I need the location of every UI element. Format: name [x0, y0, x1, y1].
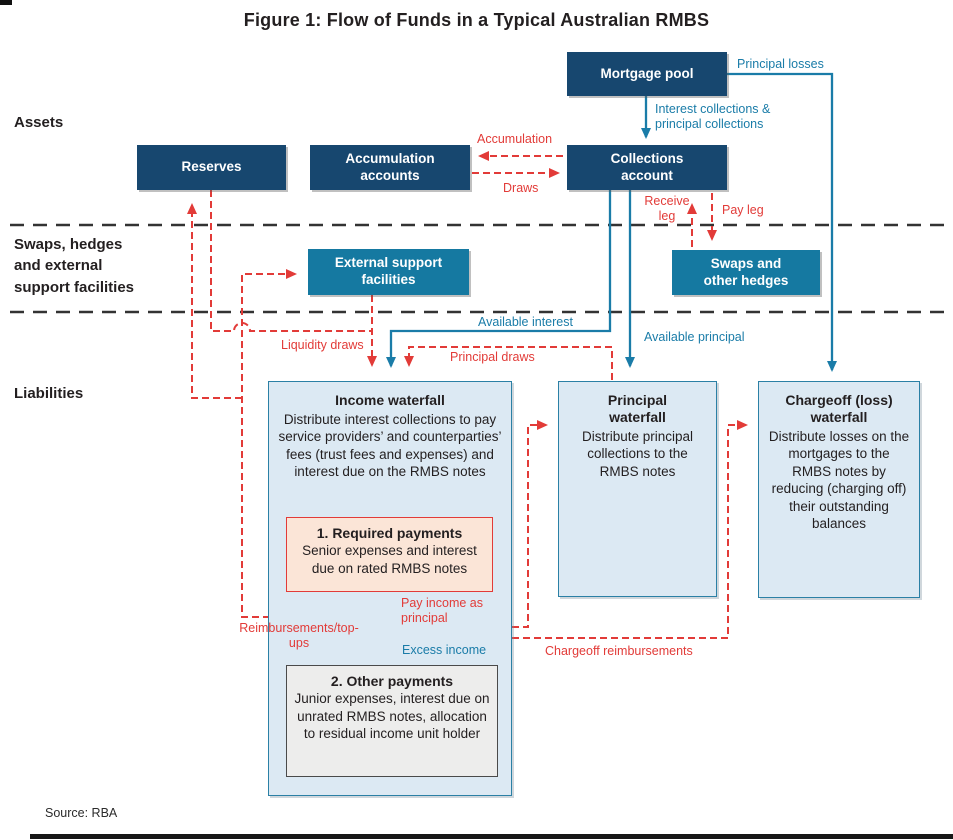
arrow-available-interest — [386, 190, 612, 368]
income-waterfall-title: Income waterfall — [335, 392, 445, 408]
label-liquidity-draws: Liquidity draws — [281, 338, 364, 352]
label-available-interest: Available interest — [478, 315, 573, 329]
label-reimbursements-topups: Reimbursements/top-ups — [239, 621, 359, 650]
box-swaps-and-other-hedges: Swaps and other hedges — [672, 250, 820, 295]
section-label-assets: Assets — [14, 114, 64, 131]
box-reserves-label: Reserves — [181, 159, 242, 175]
arrow-principal-draws — [404, 346, 613, 380]
section-label-liabilities: Liabilities — [14, 385, 84, 402]
principal-waterfall-title: Principal waterfall — [607, 392, 668, 425]
box-other-payments: 2. Other payments Junior expenses, inter… — [286, 665, 498, 777]
chargeoff-waterfall-body: Distribute losses on the mortgages to th… — [768, 428, 910, 532]
page-corner-mark — [0, 0, 12, 5]
label-principal-draws: Principal draws — [450, 350, 535, 364]
line-reserves-draws — [210, 190, 371, 332]
label-pay-income-as-principal: Pay income as principal — [401, 596, 483, 625]
label-draws: Draws — [503, 181, 539, 195]
box-swaps-and-other-hedges-label: Swaps and other hedges — [703, 255, 789, 288]
label-pay-leg: Pay leg — [722, 203, 764, 217]
label-receive-leg: Receive leg — [644, 194, 690, 223]
label-available-principal: Available principal — [644, 330, 745, 344]
arrow-reimburse-reserves — [187, 203, 242, 399]
box-collections-account: Collections account — [567, 145, 727, 190]
figure-title: Figure 1: Flow of Funds in a Typical Aus… — [243, 10, 710, 30]
box-mortgage-pool: Mortgage pool — [567, 52, 727, 96]
box-external-support-facilities: External support facilities — [308, 249, 469, 295]
section-label-swaps-hedges: Swaps, hedges and external support facil… — [14, 236, 135, 296]
label-interest-collections: Interest collections & principal collect… — [655, 102, 771, 131]
label-chargeoff-reimbursements: Chargeoff reimbursements — [545, 644, 693, 658]
chargeoff-waterfall-title: Chargeoff (loss) waterfall — [785, 392, 893, 425]
bottom-rule — [30, 834, 953, 839]
box-accumulation-accounts-label: Accumulation accounts — [345, 150, 435, 183]
principal-waterfall-body: Distribute principal collections to the … — [581, 428, 694, 479]
required-payments-body: Senior expenses and interest due on rate… — [302, 543, 477, 576]
box-external-support-facilities-label: External support facilities — [334, 255, 443, 287]
box-required-payments: 1. Required payments Senior expenses and… — [286, 517, 493, 592]
label-accumulation: Accumulation — [477, 132, 553, 146]
box-accumulation-accounts: Accumulation accounts — [310, 145, 470, 190]
label-principal-losses: Principal losses — [737, 57, 824, 71]
source-note: Source: RBA — [45, 806, 118, 820]
arrow-principal-losses — [727, 72, 837, 372]
box-principal-waterfall: Principal waterfall Distribute principal… — [558, 381, 717, 597]
box-collections-account-label: Collections account — [610, 150, 684, 183]
box-reserves: Reserves — [137, 145, 286, 190]
other-payments-title: 2. Other payments — [330, 673, 454, 689]
required-payments-title: 1. Required payments — [316, 525, 463, 541]
box-chargeoff-waterfall: Chargeoff (loss) waterfall Distribute lo… — [758, 381, 920, 598]
income-waterfall-body: Distribute interest collections to pay s… — [278, 411, 502, 480]
label-excess-income: Excess income — [402, 643, 487, 657]
arrow-chargeoff-reimbursements — [391, 420, 748, 639]
other-payments-body: Junior expenses, interest due on unrated… — [294, 691, 490, 742]
box-mortgage-pool-label: Mortgage pool — [600, 65, 694, 81]
